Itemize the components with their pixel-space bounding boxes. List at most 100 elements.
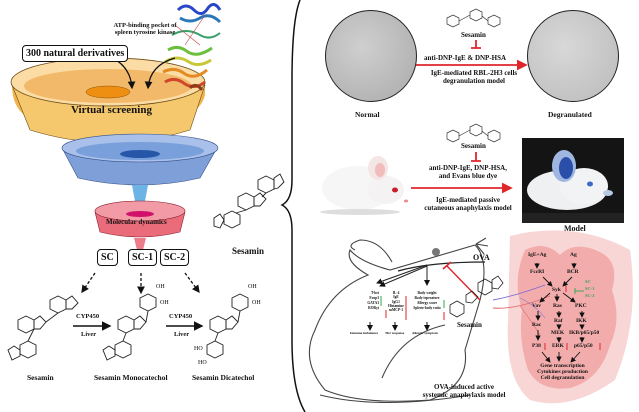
pocket-label-line2: spleen tyrosine kinase: [114, 29, 176, 37]
outcome-gene-transcription: Gene transcription: [540, 363, 585, 369]
cell-stimulus-label: anti-DNP-IgE & DNP-HSA: [424, 54, 507, 62]
ho-label-di-2: HO: [198, 360, 207, 366]
oh-label-mono-1: OH: [156, 284, 165, 290]
compound-dicatechol: Sesamin Dicatechol: [192, 373, 255, 382]
marker-rorgt: RORγt: [368, 305, 379, 310]
syk-protein-structure: [162, 3, 222, 91]
pathway-arrows: [534, 263, 585, 363]
sesamin-mini-structure-2: [446, 123, 501, 143]
normal-cell-image: [325, 10, 417, 102]
pca-stimulus: anti-DNP-IgE, DNP-HSA, and Evans blue dy…: [413, 164, 523, 180]
sesamin-structure-center: [213, 173, 285, 229]
node-ikk: IKK: [576, 318, 587, 324]
sesamin-structure-bottom: [7, 295, 79, 361]
marker-body-temperature: Body teperature: [414, 295, 440, 300]
marker-gata3: GATA3: [367, 300, 379, 305]
asa-model-line1: OVA-induced active: [434, 383, 494, 391]
sesamin-dicatechol-structure: [206, 293, 249, 359]
white-mouse-photo: [320, 148, 410, 218]
inhibitor-sc: SC: [585, 279, 591, 284]
cell-model-line1: IgE-mediated RBL-2H3 cells: [430, 69, 518, 77]
node-ag: Ag: [570, 252, 577, 258]
oh-label-di-1: OH: [248, 284, 257, 290]
outcome-immune-imbalance: Immune imbalance: [350, 331, 378, 335]
node-ras: Ras: [553, 303, 562, 309]
outcome-cytokines: Cytokines production: [537, 369, 588, 376]
asa-group3: Body weight Body teperature Allergy scor…: [412, 291, 442, 310]
hit-sc-1: SC-1: [128, 249, 158, 266]
sesamin-mini-structure-1: [446, 8, 501, 28]
node-raf: Raf: [554, 318, 563, 324]
ho-label-di-1: HO: [194, 346, 203, 352]
marker-histamine: Histamine: [388, 303, 404, 308]
cyp450-label-1: CYP450: [76, 313, 100, 320]
outcome-degranulation: Cell degranulation: [540, 375, 585, 382]
oh-label-mono-2: OH: [160, 300, 169, 306]
molecular-dynamics-funnel-blue: [61, 133, 219, 212]
sesamin-structure-asa: [449, 275, 504, 318]
node-fceri: FcεRI: [530, 269, 545, 275]
degranulated-cell-image: [527, 10, 619, 102]
sesamin-monocatechol-structure: [102, 293, 157, 361]
marker-il4: IL-4: [392, 291, 400, 295]
ova-label: OVA: [473, 253, 490, 262]
outcome-th2-response: Th2 response: [385, 331, 405, 335]
compound-sesamin: Sesamin: [27, 373, 54, 382]
asa-branch-arrow-1: [379, 265, 428, 287]
pathway-outcomes: Gene transcription Cytokines production …: [525, 363, 600, 381]
grouping-brace: [280, 0, 306, 412]
cell-model-line2: degranulation model: [442, 76, 506, 85]
asa-group2: IL-4 IgE IgG1 Histamine mMCP-1: [386, 291, 406, 313]
oh-label-di-2: OH: [252, 300, 261, 306]
sesamin-inhibition-line: [446, 265, 481, 301]
node-syk: Syk: [552, 287, 561, 293]
cell-model-caption: IgE-mediated RBL-2H3 cells degranulation…: [416, 69, 532, 85]
node-ige-ag: IgE+Ag: [528, 252, 547, 258]
node-vav: Vav: [532, 303, 541, 309]
liver-label-2: Liver: [174, 331, 190, 338]
node-mek: MEK: [551, 330, 565, 336]
cyp450-label-2: CYP450: [169, 313, 193, 320]
pocket-label: ATP-binding pocket of spleen tyrosine ki…: [105, 22, 185, 36]
model-label: Model: [564, 224, 586, 233]
blue-ear-mouse-photo: [522, 138, 624, 223]
asa-group1: T-bet Foxp3 GATA3 RORγt: [363, 291, 379, 310]
marker-igg1: IgG1: [392, 299, 400, 304]
marker-spleen-ratio: Spleen-body ratio: [413, 305, 441, 310]
node-rac: Rac: [532, 322, 542, 328]
pca-model-caption: IgE-mediated passive cutaneous anaphylax…: [408, 196, 528, 212]
node-bcr: BCR: [567, 269, 579, 275]
asa-model-line2: systemic anaphylaxis model: [422, 390, 506, 399]
hit-sc: SC: [97, 249, 118, 266]
marker-ige: IgE: [393, 295, 399, 300]
pocket-label-line1: ATP-binding pocket of: [113, 22, 177, 29]
cell-sesamin-label: Sesamin: [461, 31, 486, 39]
outcome-allergic-symptom: Allergic symptom: [412, 331, 438, 335]
inhibition-mark-cell: [471, 40, 481, 49]
mouse-outline-drawing: [308, 237, 489, 404]
inhibitor-sc-2: SC-2: [585, 293, 595, 298]
liver-label-1: Liver: [81, 331, 97, 338]
normal-label: Normal: [355, 110, 380, 119]
node-ikb: IKB/p65/p50: [569, 330, 600, 336]
pca-model-line2: cutaneous anaphylaxis model: [424, 203, 512, 212]
molecular-dynamics-funnel-pink: [94, 200, 186, 250]
marker-foxp3: Foxp3: [369, 295, 379, 300]
node-erk: ERK: [552, 343, 564, 349]
pca-model-line1: IgE-mediated passive: [436, 196, 500, 204]
pca-stimulus-line1: anti-DNP-IgE, DNP-HSA,: [429, 164, 507, 172]
marker-allergy-score: Allergy score: [416, 300, 438, 305]
node-pkc: PKC: [575, 303, 587, 309]
compound-monocatechol: Sesamin Monocatechol: [94, 373, 168, 382]
degranulated-label: Degranulated: [548, 110, 592, 119]
inhibitor-sc-1: SC-1: [585, 286, 595, 291]
mast-cell-shape: [507, 230, 633, 404]
hit-sc-2: SC-2: [160, 249, 190, 266]
pocket-arrow: [144, 57, 176, 90]
derivatives-box: 300 natural derivatives: [22, 45, 129, 62]
pca-stimulus-line2: and Evans blue dye: [438, 171, 498, 180]
marker-body-weight: Body weight: [417, 291, 437, 295]
asa-model-caption: OVA-induced active systemic anaphylaxis …: [414, 383, 514, 399]
mouse-eye: [432, 248, 440, 256]
